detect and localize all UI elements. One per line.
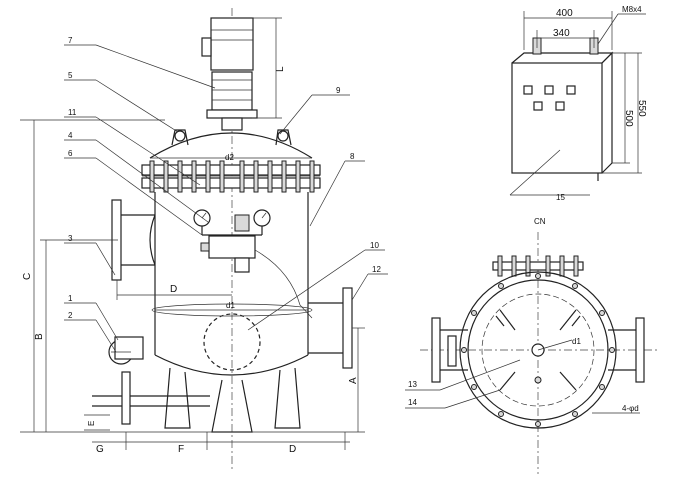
dim-bolts: M8x4 <box>622 5 642 14</box>
dim-550: 550 <box>636 100 647 117</box>
dim-F: F <box>178 444 184 455</box>
outlet-flange <box>342 287 353 369</box>
callout-9: 9 <box>336 86 341 95</box>
dim-d1-top: d1 <box>572 337 581 346</box>
main-flange <box>141 164 321 176</box>
dim-D-upper: D <box>170 284 177 295</box>
top-view-outer-circle <box>459 271 617 429</box>
callout-11: 11 <box>68 108 77 117</box>
gearbox <box>211 71 253 111</box>
dim-340: 340 <box>553 28 570 39</box>
vessel-top-view: CN <box>405 217 660 474</box>
dim-L: L <box>275 66 286 72</box>
flange-bolts <box>149 160 315 193</box>
dim-500: 500 <box>623 110 634 127</box>
callout-14: 14 <box>408 398 417 407</box>
dimension-lines <box>20 17 365 450</box>
dim-d2: d2 <box>225 153 234 162</box>
dim-C: C <box>22 273 33 280</box>
dim-G: G <box>96 444 104 455</box>
dim-D-lower: D <box>289 444 296 455</box>
indicator-light <box>523 85 533 95</box>
upper-head <box>149 132 313 159</box>
top-view-bolt-holes <box>461 273 615 427</box>
dim-d1: d1 <box>226 301 235 310</box>
callout-8: 8 <box>350 152 355 161</box>
callout-6: 6 <box>68 149 73 158</box>
view-label: CN <box>534 217 546 226</box>
dim-B: B <box>34 333 45 340</box>
callout-4: 4 <box>68 131 73 140</box>
control-box-view: 400 340 M8x4 500 550 15 <box>509 5 647 202</box>
diff-pressure-switch <box>208 235 256 259</box>
callout-10: 10 <box>370 241 379 250</box>
vessel-front-view <box>92 8 353 470</box>
callout-1: 1 <box>68 294 73 303</box>
callouts-left: 7 5 11 4 6 3 1 2 9 8 10 12 <box>64 36 388 353</box>
dim-A: A <box>348 377 359 384</box>
control-box <box>511 62 603 174</box>
callout-2: 2 <box>68 311 73 320</box>
motor <box>210 17 254 71</box>
callout-12: 12 <box>372 265 381 274</box>
callout-7: 7 <box>68 36 73 45</box>
dim-holes: 4-φd <box>622 404 639 413</box>
drain-pipe-flange <box>121 371 131 425</box>
callout-5: 5 <box>68 71 73 80</box>
dim-E: E <box>87 421 96 426</box>
dim-400: 400 <box>556 8 573 19</box>
lower-head <box>154 354 309 376</box>
dimension-labels: L C B A D d1 d2 E G F D <box>22 66 359 455</box>
callout-3: 3 <box>68 234 73 243</box>
callout-15: 15 <box>556 193 565 202</box>
callout-13: 13 <box>408 380 417 389</box>
